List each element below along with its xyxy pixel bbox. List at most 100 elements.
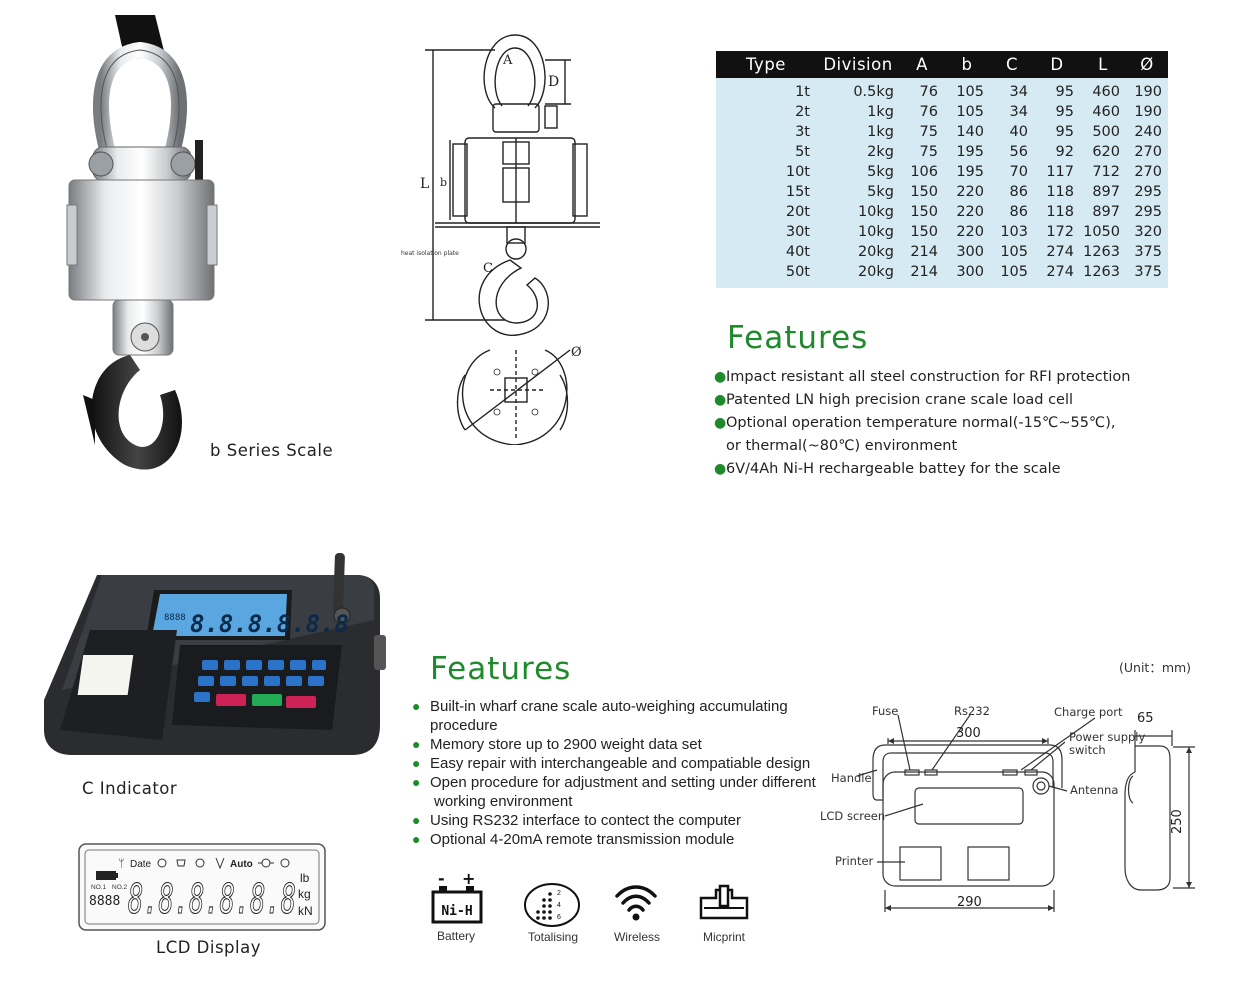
spec-cell-d: 172 [1034,222,1080,242]
spec-cell-phi: 320 [1126,222,1168,242]
spec-cell-type: 3t [716,122,816,142]
feature-text-continuation: procedure [430,717,498,734]
bell-icon [176,859,186,867]
spec-cell-b: 220 [944,182,990,202]
spec-cell-b: 140 [944,122,990,142]
spec-header-d: D [1034,51,1080,78]
spec-header-l: L [1080,51,1126,78]
feature-item: ●6V/4Ah Ni-H rechargeable battey for the… [714,458,1131,481]
spec-cell-l: 500 [1080,122,1126,142]
spec-cell-a: 76 [900,102,944,122]
spec-cell-type: 10t [716,162,816,182]
spec-cell-l: 897 [1080,202,1126,222]
feature-item: ● Easy repair with interchangeable and co… [412,754,816,773]
lcd-no2: NO.2 [112,884,128,891]
spec-header-b: b [944,51,990,78]
diagram-label-printer: Printer [835,854,874,868]
indicator-caption: C Indicator [82,779,178,798]
micprint-icon [699,884,749,920]
totalising-n2: 4 [557,902,561,909]
totalising-icon: 2 4 6 [524,883,580,927]
hook-label-b: b [440,176,447,189]
hook-dimension-diagram: A D L b C Ø heat isolation plate [401,34,600,445]
features-list-bottom: ●Built-in wharf crane scale auto-weighin… [412,697,816,849]
spec-cell-phi: 295 [1126,202,1168,222]
bullet-icon: ● [714,369,727,385]
feature-item: ●Open procedure for adjustment and setti… [412,773,816,811]
feature-text: Easy repair with interchangeable and com… [430,755,811,772]
wireless-icon [615,885,657,921]
wireless-icon: ᛘ [118,857,125,870]
spec-header-a: A [900,51,944,78]
spec-cell-c: 70 [990,162,1034,182]
spec-cell-c: 34 [990,78,1034,102]
spec-cell-type: 1t [716,78,816,102]
lcd-date-label: Date [130,859,152,870]
diagram-label-switch: switch [1069,743,1106,757]
lcd-small-digits: 8888 [89,894,120,909]
spec-cell-phi: 270 [1126,142,1168,162]
spec-cell-type: 20t [716,202,816,222]
spec-cell-phi: 295 [1126,182,1168,202]
bullet-icon: ● [412,831,421,847]
battery-glyph: Ni-H [441,904,472,919]
spec-cell-division: 5kg [816,182,900,202]
spec-cell-a: 75 [900,142,944,162]
spec-cell-d: 118 [1034,182,1080,202]
spec-cell-phi: 190 [1126,102,1168,122]
spec-cell-phi: 190 [1126,78,1168,102]
feature-item: ●Using RS232 interface to contect the co… [412,811,816,830]
micprint-label: Micprint [702,930,745,944]
bullet-icon: ● [412,698,421,714]
spec-cell-c: 86 [990,182,1034,202]
crane-scale-photo [66,15,218,470]
bullet-icon: ● [412,736,421,752]
dim-width-bottom: 290 [957,895,982,910]
spec-cell-type: 2t [716,102,816,122]
feature-text: Open procedure for adjustment and settin… [430,774,816,791]
spec-cell-c: 86 [990,202,1034,222]
spec-table-header-row: Type Division A b C D L Ø [716,51,1168,78]
feature-text-continuation: working environment [434,793,573,810]
spec-cell-d: 274 [1034,262,1080,288]
feature-item: ●Optional operation temperature normal(-… [714,412,1131,458]
indicator-lcd-digits: 8.8.8.8.8.8 [190,610,349,638]
spec-cell-division: 1kg [816,102,900,122]
totalising-n3: 6 [557,914,561,921]
spec-cell-phi: 240 [1126,122,1168,142]
spec-cell-c: 34 [990,102,1034,122]
hand-icon [195,858,205,868]
spec-cell-c: 56 [990,142,1034,162]
spec-cell-type: 40t [716,242,816,262]
bullet-icon: ● [412,812,421,828]
spec-cell-l: 1050 [1080,222,1126,242]
spec-cell-l: 712 [1080,162,1126,182]
unit-label: (Unit：mm) [1119,660,1192,675]
spec-cell-d: 95 [1034,102,1080,122]
bullet-icon: ● [714,392,727,408]
indicator-dimension-diagram: Fuse Rs232 Charge port Power supply swit… [820,704,1195,912]
spec-cell-a: 106 [900,162,944,182]
feature-item: ●Impact resistant all steel construction… [714,366,1131,389]
diagram-label-rs232: Rs232 [954,704,990,718]
scale-caption: b Series Scale [210,441,334,460]
dim-width-top: 300 [956,726,981,741]
zero-icon [261,858,271,868]
spec-cell-division: 20kg [816,262,900,288]
battery-icon: - + Ni-H [431,872,483,924]
spec-cell-a: 76 [900,78,944,102]
lcd-unit-lb: lb [300,871,310,885]
indicator-small-digits: 8888 [164,613,186,623]
spec-header-division: Division [816,51,900,78]
spec-cell-b: 105 [944,102,990,122]
spec-cell-a: 214 [900,242,944,262]
spec-header-c: C [990,51,1034,78]
bullet-icon: ● [412,755,421,771]
